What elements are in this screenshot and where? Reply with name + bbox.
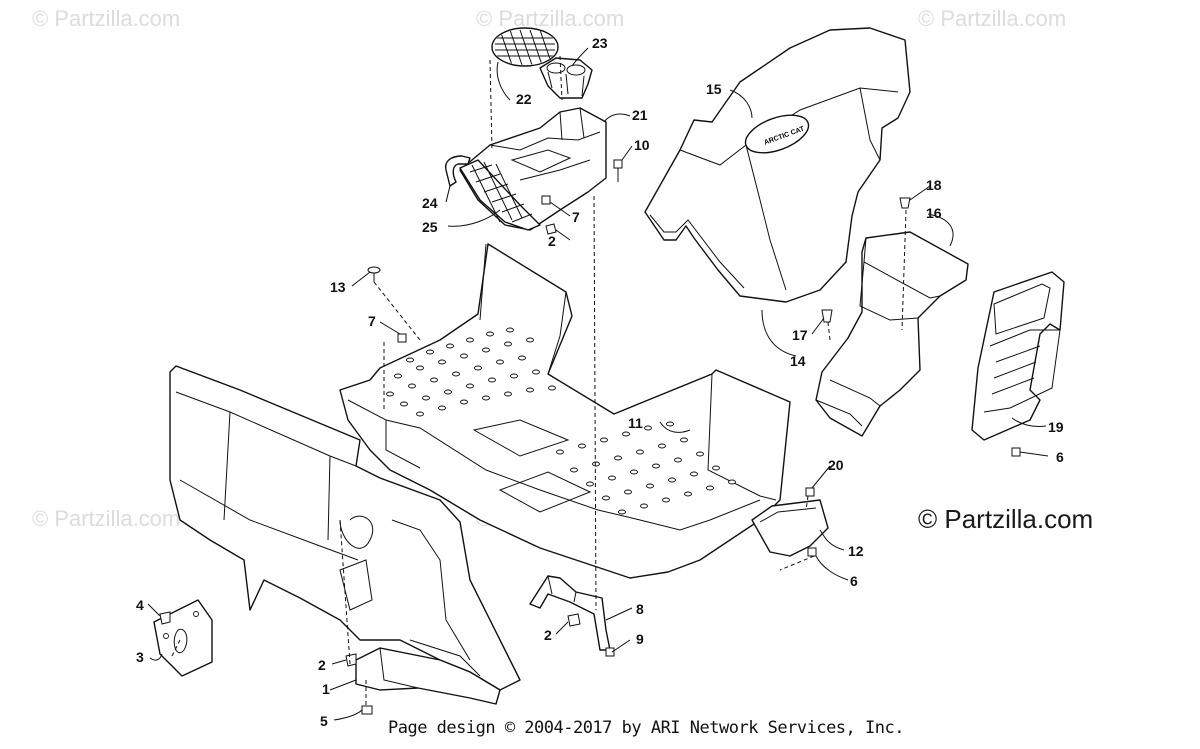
part-22-mesh-lid [491,27,559,67]
callout-13: 13 [330,279,346,295]
callout-22: 22 [516,91,532,107]
part-15-dash-cover: ARCTIC CAT [644,27,911,303]
part-11-floor-pan [339,243,791,579]
callout-18: 18 [926,177,942,193]
callout-14: 14 [790,353,806,369]
callout-25: 25 [422,219,438,235]
callout-17: 17 [792,327,808,343]
fastener-hardware [159,159,1021,715]
callout-8: 8 [636,601,644,617]
part-16-side-panel [815,231,969,437]
alignment-lines [171,55,907,706]
callout-11: 11 [628,415,643,431]
callout-15: 15 [706,81,722,97]
watermark-top-center: © Partzilla.com [476,6,625,31]
callout-4: 4 [136,597,144,613]
part-24-strap [444,155,471,187]
callout-24: 24 [422,195,438,211]
callout-3: 3 [136,649,144,665]
callout-1: 1 [322,681,330,697]
watermark-mid-left: © Partzilla.com [32,506,181,531]
watermark-top-left: © Partzilla.com [32,6,181,31]
callout-19: 19 [1048,419,1064,435]
part-23-cup-holder [539,57,593,99]
callout-2-lower: 2 [318,657,326,673]
callout-labels: 1 2 2 2 3 4 5 6 6 7 7 8 9 10 11 12 13 14… [136,35,1064,729]
callout-10: 10 [634,137,650,153]
part-12-side-plate [751,499,829,557]
callout-12: 12 [848,543,864,559]
part-8-support-bracket [529,575,611,651]
callout-5: 5 [320,713,328,729]
part-3-bracket-plate [153,599,213,677]
callout-16: 16 [926,205,942,221]
callout-7-upper: 7 [572,209,580,225]
leader-lines [147,47,1049,721]
callout-21: 21 [632,107,648,123]
callout-2-middle: 2 [544,627,552,643]
callout-2-upper: 2 [548,233,556,249]
partzilla-copyright: © Partzilla.com [918,504,1094,534]
callout-7-left: 7 [368,313,376,329]
part-1-lower-bracket [355,647,501,705]
callout-6-right: 6 [1056,449,1064,465]
watermark-top-right: © Partzilla.com [918,6,1067,31]
callout-20: 20 [828,457,844,473]
footer-copyright: Page design © 2004-2017 by ARI Network S… [388,718,904,738]
callout-9: 9 [636,631,644,647]
part-25-mesh-insert [459,159,541,231]
callout-6-lower: 6 [850,573,858,589]
callout-23: 23 [592,35,608,51]
part-19-grille-panel [971,271,1065,441]
